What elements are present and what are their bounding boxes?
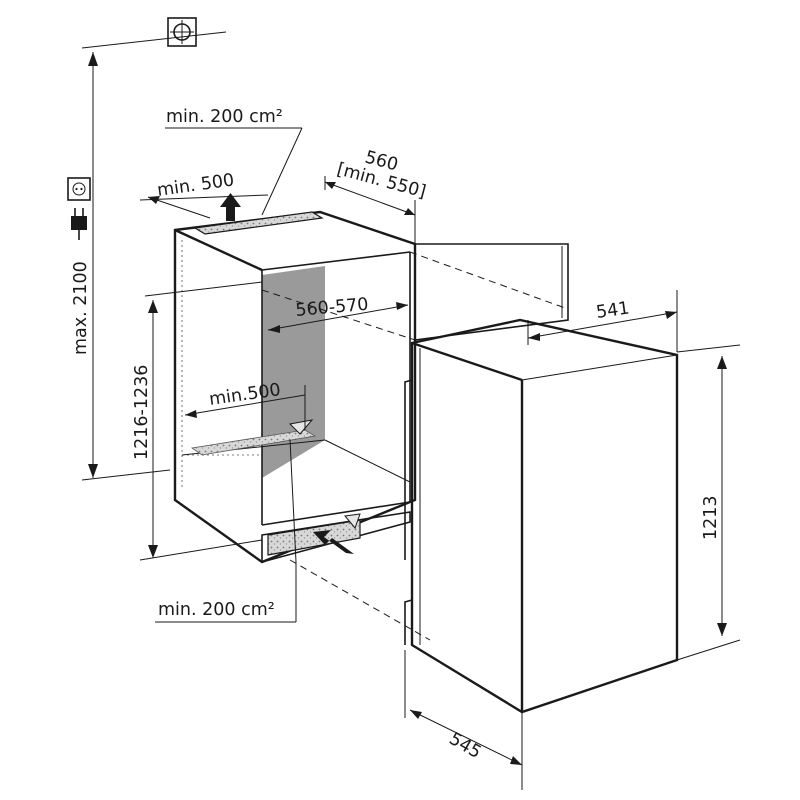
appliance-depth-label: 545: [446, 729, 485, 763]
vent-bottom-label: min. 200 cm²: [158, 600, 275, 620]
niche-width-dimension: [144, 281, 409, 333]
electrical-box-icon: [81, 17, 227, 49]
vent-bottom-callout: [155, 439, 297, 623]
installation-niche: [173, 210, 417, 564]
socket-height-label: max. 2100: [71, 261, 91, 355]
appliance-body: [404, 318, 679, 714]
floor-vent: [190, 429, 317, 456]
appliance-depth-dimension: [404, 650, 523, 790]
appliance-door: [414, 243, 569, 341]
top-vent: [193, 211, 324, 235]
appliance-height-label: 1213: [701, 495, 721, 540]
bottom-vent: [267, 519, 361, 556]
appliance-width-label: 541: [595, 298, 631, 322]
niche-height-dimension: [139, 300, 263, 561]
vent-top-label: min. 200 cm²: [166, 107, 283, 127]
socket-height-dimension: [81, 52, 171, 481]
power-plug-icon: [71, 208, 87, 240]
appliance-height-dimension: [676, 344, 741, 661]
niche-height-label: 1216-1236: [132, 365, 152, 460]
airflow-arrow-icon: [220, 193, 241, 221]
airflow-arrow-icon: [313, 530, 354, 554]
depth-bottom-dimension: [184, 385, 306, 430]
niche-back-wall: [262, 266, 325, 478]
depth-top-dimension: [139, 194, 269, 219]
appliance-width-dimension: [527, 290, 678, 352]
wall-socket-icon: [67, 177, 91, 201]
vent-top-callout: [165, 127, 303, 216]
niche-depth-dimension: [324, 176, 416, 244]
